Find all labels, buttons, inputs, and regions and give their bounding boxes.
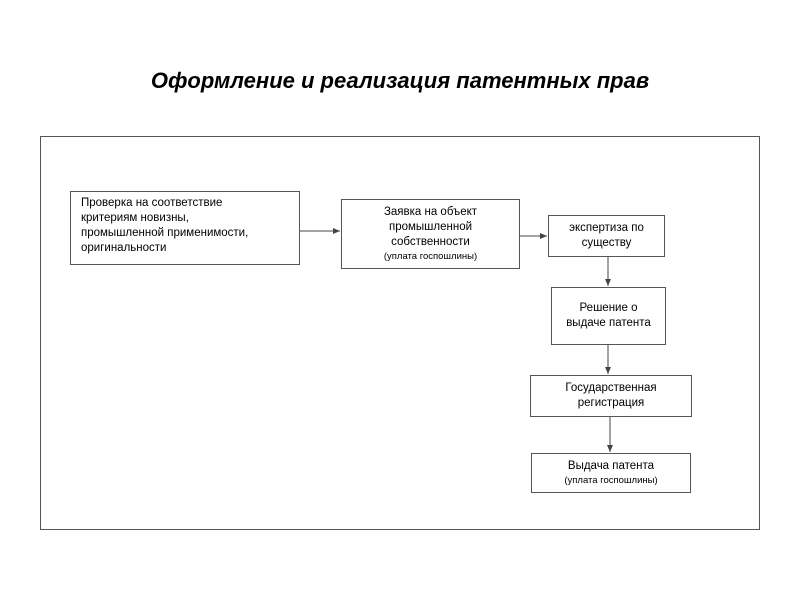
step-decision: Решение о выдаче патента [551,287,666,345]
step-decision-line-1: Решение о [579,302,638,314]
step-registration-line-2: регистрация [577,397,645,409]
step-registration: Государственная регистрация [530,375,692,417]
step-examination: экспертиза по существу [548,215,665,257]
step-criteria-check-line-2: критериям новизны, [81,212,189,224]
step-examination-line-1: экспертиза по [569,222,644,234]
step-criteria-check-line-3: промышленной применимости, [81,227,249,239]
step-application: Заявка на объект промышленной собственно… [341,199,520,269]
step-criteria-check-line-1: Проверка на соответствие [81,197,223,209]
step-criteria-check-line-4: оригинальности [81,242,167,254]
step-criteria-check: Проверка на соответствие критериям новиз… [70,191,300,265]
step-application-line-1: Заявка на объект [383,205,478,218]
step-patent-issuance: Выдача патента (уплата госпошлины) [531,453,691,493]
step-application-fee-note: (уплата госпошлины) [383,250,478,262]
step-application-line-2: промышленной [388,220,473,233]
step-registration-line-1: Государственная [565,382,657,394]
slide-title: Оформление и реализация патентных прав [150,68,650,93]
step-examination-line-2: существу [581,237,632,249]
diagram-frame [40,136,760,530]
step-decision-line-2: выдаче патента [566,317,651,329]
step-application-line-3: собственности [391,235,470,248]
step-patent-issuance-line-1: Выдача патента [567,459,655,472]
step-patent-issuance-fee-note: (уплата госпошлины) [564,474,658,486]
